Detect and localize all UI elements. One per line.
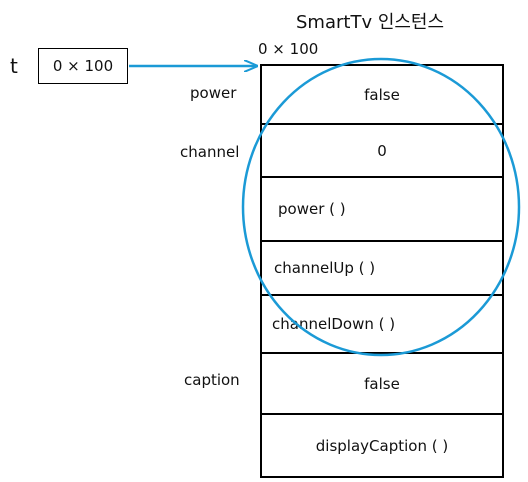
field-label-channel: channel	[180, 143, 240, 161]
cell-text: displayCaption ( )	[315, 436, 449, 455]
field-label-caption: caption	[184, 371, 240, 389]
cell-text: power ( )	[278, 200, 346, 218]
reference-value-box: 0 × 100	[38, 48, 128, 84]
cell-displaycaption-method: displayCaption ( )	[262, 415, 502, 476]
cell-power-method: power ( )	[262, 178, 502, 242]
cell-channel-value: 0	[262, 125, 502, 178]
cell-text: channelUp ( )	[274, 259, 376, 277]
cell-text: false	[364, 374, 400, 393]
cell-channelup-method: channelUp ( )	[262, 242, 502, 296]
cell-caption-value: false	[262, 354, 502, 415]
field-label-power: power	[190, 84, 237, 102]
cell-power-value: false	[262, 66, 502, 125]
reference-variable: t	[10, 54, 18, 78]
instance-address-label: 0 × 100	[258, 40, 319, 58]
instance-box: false 0 power ( ) channelUp ( ) channelD…	[260, 64, 504, 478]
instance-title: SmartTv 인스턴스	[296, 12, 445, 33]
cell-text: false	[364, 85, 400, 104]
cell-text: 0	[377, 141, 387, 160]
reference-value: 0 × 100	[52, 57, 114, 75]
cell-text: channelDown ( )	[272, 315, 396, 333]
cell-channeldown-method: channelDown ( )	[262, 296, 502, 354]
